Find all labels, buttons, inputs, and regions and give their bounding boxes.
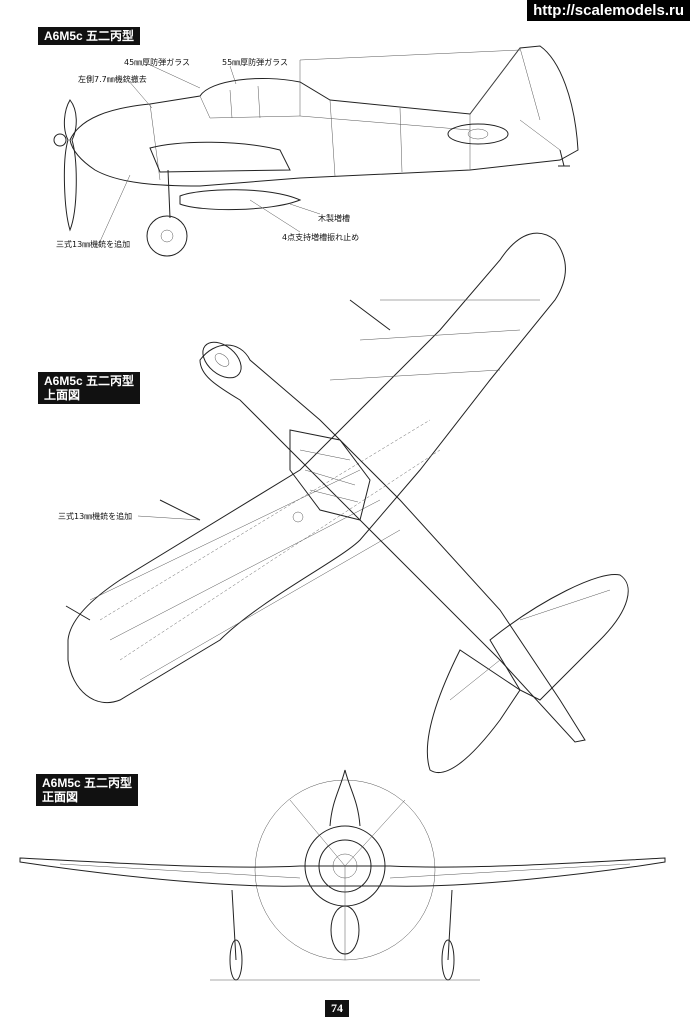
callout-tank-brace: 4点支持増槽振れ止め (282, 233, 360, 242)
side-view-drawing (53, 45, 579, 257)
top-view-title-line1: A6M5c 五二丙型 (44, 374, 135, 388)
front-view-title-line1: A6M5c 五二丙型 (42, 776, 133, 790)
callout-gun-added-side: 三式13㎜機銃を追加 (56, 240, 131, 249)
top-view-title: A6M5c 五二丙型 上面図 (38, 372, 141, 404)
front-view-title-line2: 正面図 (42, 790, 79, 804)
side-view-title: A6M5c 五二丙型 (38, 27, 141, 45)
callout-glass55: 55㎜厚防弾ガラス (222, 58, 289, 67)
front-view-title: A6M5c 五二丙型 正面図 (36, 774, 139, 806)
top-view-drawing (65, 232, 629, 774)
callout-gun-removed: 左側7.7㎜機銃撤去 (78, 75, 147, 84)
front-view-drawing (19, 769, 666, 981)
callout-gun-added-top: 三式13㎜機銃を追加 (58, 512, 133, 521)
top-view-title-line2: 上面図 (44, 388, 81, 402)
page-number: 74 (325, 1000, 349, 1017)
watermark-url: http://scalemodels.ru (527, 0, 690, 21)
callout-glass45: 45㎜厚防弾ガラス (124, 58, 191, 67)
callout-wooden-tank: 木製増槽 (318, 214, 350, 223)
